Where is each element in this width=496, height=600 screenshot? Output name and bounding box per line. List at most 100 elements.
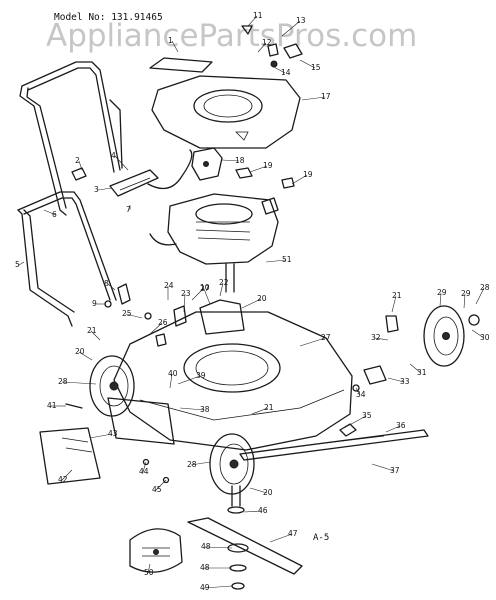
callout-leader-20 <box>241 298 262 309</box>
callout-number-5: 5 <box>15 260 20 269</box>
plate-label: A-5 <box>313 533 329 543</box>
callout-number-28: 28 <box>187 460 197 469</box>
callout-leader-32 <box>374 337 389 341</box>
rear-deflector <box>39 397 175 485</box>
callout-leader-50 <box>147 563 151 574</box>
callout-number-17: 17 <box>321 92 331 101</box>
callout-number-45: 45 <box>152 485 162 494</box>
right-wheel-assembly <box>352 305 480 392</box>
callout-number-42: 42 <box>58 475 68 484</box>
callout-leader-21 <box>391 295 397 313</box>
callout-number-24: 24 <box>164 281 174 290</box>
callout-number-4: 4 <box>111 151 116 160</box>
callout-leader-20 <box>249 487 268 494</box>
callout-number-41: 41 <box>47 401 57 410</box>
front-left-wheel <box>209 433 255 495</box>
callout-number-11: 11 <box>253 11 263 20</box>
callout-number-20: 20 <box>257 294 267 303</box>
callout-number-9: 9 <box>92 299 97 308</box>
watermark: AppliancePartsPros.com <box>46 18 417 54</box>
callout-number-28: 28 <box>480 283 490 292</box>
callout-leader-14 <box>271 65 286 74</box>
callout-leader-28 <box>61 381 97 385</box>
callout-leader-38 <box>179 407 205 411</box>
callout-leader-45 <box>155 479 167 491</box>
callout-leader-30 <box>471 329 485 339</box>
callout-number-29: 29 <box>437 288 447 297</box>
callout-leader-20 <box>78 351 93 361</box>
callout-leader-5 <box>18 261 25 266</box>
callout-number-47: 47 <box>288 529 298 538</box>
callout-leader-36 <box>385 425 401 433</box>
callout-leader-31 <box>409 363 422 374</box>
callout-leader-23 <box>183 293 186 313</box>
callout-leader-1 <box>171 40 179 53</box>
callout-leader-43 <box>89 433 113 439</box>
callout-number-12: 12 <box>262 38 272 47</box>
callout-leader-48 <box>204 546 233 549</box>
callout-number-25: 25 <box>122 309 132 318</box>
callout-number-49: 49 <box>200 583 210 592</box>
carburetor <box>191 147 295 189</box>
callout-leader-4 <box>114 155 129 171</box>
callout-leader-44 <box>142 461 147 473</box>
callout-number-2: 2 <box>75 156 80 165</box>
callout-number-21: 21 <box>264 403 274 412</box>
callout-number-51: 51 <box>282 255 292 264</box>
callout-leader-15 <box>299 59 316 69</box>
callout-number-20: 20 <box>263 488 273 497</box>
callout-number-22: 22 <box>219 278 229 287</box>
model-number-label: Model No: 131.91465 <box>54 12 163 23</box>
callout-number-34: 34 <box>356 390 366 399</box>
callout-number-27: 27 <box>200 284 210 293</box>
callout-leader-46 <box>243 510 263 513</box>
callout-leader-39 <box>177 375 201 385</box>
callout-number-19: 19 <box>263 161 273 170</box>
callout-number-7: 7 <box>126 205 131 214</box>
misc-hardware <box>104 283 187 484</box>
lower-handle <box>17 191 117 327</box>
callout-number-8: 8 <box>104 279 109 288</box>
callout-leader-13 <box>281 20 301 37</box>
callout-number-20: 20 <box>75 347 85 356</box>
callout-leader-40 <box>169 373 173 389</box>
callout-number-26: 26 <box>158 318 168 327</box>
callout-leader-29 <box>439 292 442 307</box>
callout-leader-8 <box>107 283 116 291</box>
callout-number-23: 23 <box>181 289 191 298</box>
callout-leader-29 <box>463 293 466 309</box>
callout-leader-6 <box>43 209 57 216</box>
callout-number-6: 6 <box>52 210 57 219</box>
callout-leader-51 <box>265 259 287 263</box>
callout-number-43: 43 <box>108 429 118 438</box>
engine-shroud <box>149 57 301 149</box>
callout-number-39: 39 <box>196 371 206 380</box>
callout-leader-21 <box>90 330 101 341</box>
callout-number-13: 13 <box>296 16 306 25</box>
callout-leader-25 <box>125 313 143 319</box>
callout-number-38: 38 <box>200 405 210 414</box>
blade-assembly <box>187 485 303 590</box>
callout-leader-3 <box>97 187 113 191</box>
callout-number-40: 40 <box>168 369 178 378</box>
callout-number-33: 33 <box>400 377 410 386</box>
callout-number-30: 30 <box>480 333 490 342</box>
callout-group: 1234567891011121314151718191920202021212… <box>15 11 490 592</box>
callout-leader-49 <box>203 585 233 589</box>
callout-leader-33 <box>387 377 405 383</box>
callout-leader-21 <box>251 407 269 415</box>
callout-leader-34 <box>355 387 361 396</box>
callout-number-44: 44 <box>139 467 149 476</box>
callout-leader-10 <box>191 287 205 301</box>
callout-leader-28 <box>475 287 485 305</box>
height-adjuster <box>239 423 429 461</box>
callout-leader-2 <box>78 160 83 171</box>
callout-number-19: 19 <box>303 170 313 179</box>
callout-number-29: 29 <box>461 289 471 298</box>
callout-number-27: 27 <box>321 333 331 342</box>
callout-number-31: 31 <box>417 368 427 377</box>
callout-leader-12 <box>257 42 267 53</box>
callout-number-3: 3 <box>94 185 99 194</box>
